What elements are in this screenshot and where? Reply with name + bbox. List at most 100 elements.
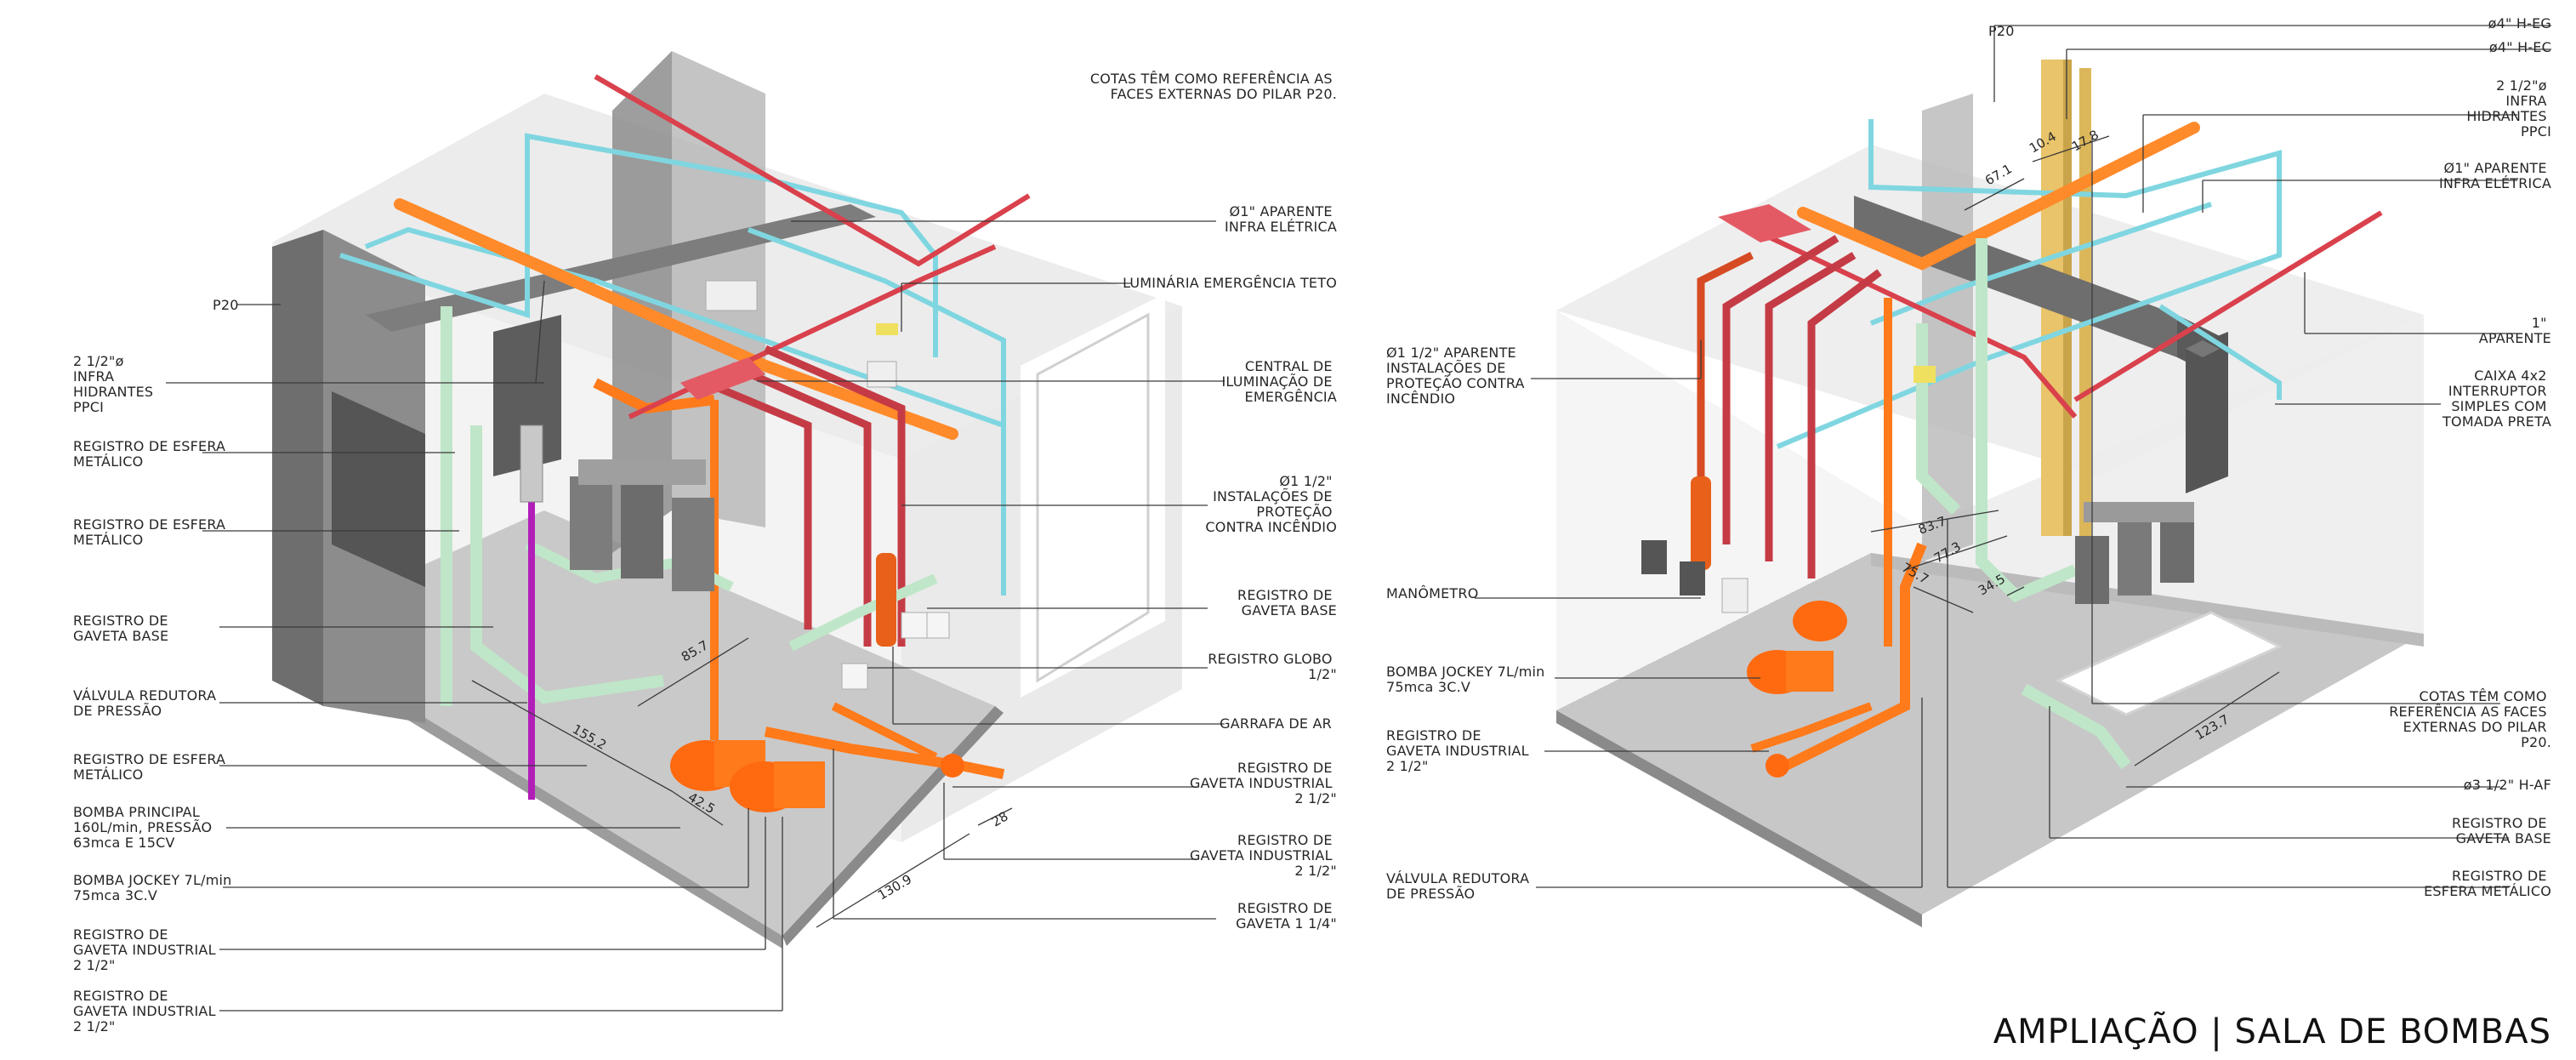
left-red-drop-3 [764,345,906,647]
right-view-labels: P20 ø4" H-EG ø4" H-EC 2 1/2"ø INFRA HIDR… [1386,15,2551,902]
right-red-drop-3 [1807,269,1882,578]
right-gauge-box-2 [1680,561,1705,596]
dim-28: 28 [989,808,1011,829]
left-cyan-pipe-2 [364,226,1006,596]
label-bomba-jockey-left: BOMBA JOCKEY 7L/min 75mca 3C.V [73,872,236,903]
label-reg-gaveta-base-rr: REGISTRO DE GAVETA BASE [2452,815,2551,846]
label-aparente-1: 1" APARENTE [2479,315,2551,346]
label-reg-esfera-1: REGISTRO DE ESFERA METÁLICO [73,438,230,470]
left-grey-box [493,315,561,476]
left-door-frame [1036,312,1150,683]
left-orange-pumps [670,553,1005,812]
left-valve-box-2 [901,612,928,639]
right-green-pipe-3 [2021,683,2131,770]
left-grey-duct [366,204,876,332]
drawing-title: AMPLIAÇÃO | SALA DE BOMBAS [1993,1011,2551,1051]
right-red-drop-2 [1765,252,1857,561]
left-green-pipe-4 [788,573,938,652]
right-orange-pumps [1691,476,1927,778]
label-bomba-principal: BOMBA PRINCIPAL 160L/min, PRESSÃO 63mca … [73,804,217,851]
left-dimension-lines [471,637,1013,928]
left-rear-column [612,51,672,553]
right-dimension-lines [1870,135,2280,767]
p20-pillar-right [1922,94,1973,561]
left-orange-ceiling-pipe [394,198,958,440]
right-cyan-pipe-2 [1869,202,2212,326]
p20-pillar-left [272,230,323,706]
label-reg-gaveta-ind-1: REGISTRO DE GAVETA INDUSTRIAL 2 1/2" [73,926,220,973]
left-red-manifold [680,357,765,400]
right-red-drop-1 [1722,235,1840,544]
right-floor-back [1871,553,2424,647]
label-reg-gaveta-ind-2: REGISTRO DE GAVETA INDUSTRIAL 2 1/2" [73,988,220,1034]
label-caixa-4x2: CAIXA 4x2 INTERRUPTOR SIMPLES COM TOMADA… [2442,368,2551,430]
label-valvula-redutora-left: VÁLVULA REDUTORA DE PRESSÃO [73,687,221,719]
left-pump-group [570,459,714,591]
right-orange-ceiling-pipe [1797,122,2200,271]
label-instalacoes-protecao: Ø1 1/2" INSTALAÇÕES DE PROTEÇÃO CONTRA I… [1205,473,1337,535]
right-cyan-pipe-1 [1776,119,2282,449]
label-hidrantes-right: 2 1/2"ø INFRA HIDRANTES PPCI [2466,77,2551,140]
label-reg-esfera-2: REGISTRO DE ESFERA METÁLICO [73,516,230,548]
left-red-drop-1 [704,379,812,630]
right-gauge-box-3 [1721,578,1749,613]
right-yellow-box [1914,366,1936,383]
label-reg-gaveta-ind-r2: REGISTRO DE GAVETA INDUSTRIAL 2 1/2" [1190,832,1337,879]
left-floor [281,510,995,936]
label-luminaria: LUMINÁRIA EMERGÊNCIA TETO [1123,275,1337,291]
label-garrafa-ar: GARRAFA DE AR [1220,715,1332,732]
right-green-riser [1976,238,2078,603]
left-red-pipe-1 [594,74,1031,267]
left-electrical-panel [332,391,425,587]
left-leaders [166,280,783,1012]
left-door-opening [1021,293,1165,698]
label-manometro: MANÔMETRO [1386,585,1479,601]
label-h-af: ø3 1/2" H-AF [2464,777,2551,793]
dim-130-9: 130.9 [875,871,914,903]
right-leaders [1475,25,2551,888]
label-central-iluminacao: CENTRAL DE ILUMINAÇÃO DE EMERGÊNCIA [1221,358,1337,405]
left-luminaire [876,323,898,335]
left-view-left-labels: P20 2 1/2"ø INFRA HIDRANTES PPCI REGISTR… [73,297,239,1034]
label-p20-left: P20 [213,297,239,313]
label-reg-gaveta-base-left: REGISTRO DE GAVETA BASE [73,613,173,644]
right-red-drop-4 [1697,251,1754,527]
label-h-ec: ø4" H-EC [2489,39,2551,55]
label-reg-gaveta-base-right: REGISTRO DE GAVETA BASE [1237,587,1337,618]
left-cyan-pipe-3 [747,227,1006,434]
right-red-manifold [1718,204,1811,242]
right-cyan-pipe-3 [2158,304,2282,400]
label-reg-gaveta-ind-r1: REGISTRO DE GAVETA INDUSTRIAL 2 1/2" [1190,760,1337,806]
left-isometric-view [166,51,1225,1012]
right-red-pipe-1 [1725,214,2078,419]
label-aparente-eletrica-right: Ø1" APARENTE INFRA ELÉTRICA [2439,160,2551,191]
left-view-right-labels: COTAS TÊM COMO REFERÊNCIA AS FACES EXTER… [1090,71,1337,932]
left-purple-guard [520,425,543,503]
right-isometric-view [1475,25,2551,927]
right-gauge-box-1 [1641,540,1667,574]
left-valve-box-3 [926,612,950,639]
left-right-leaders [757,220,1225,920]
right-floor-edge [1556,710,1922,927]
label-reg-esfera-3: REGISTRO DE ESFERA METÁLICO [73,751,230,783]
right-electrical-panel [2186,332,2228,493]
left-central-box [705,280,758,311]
label-hidrantes-left: 2 1/2"ø INFRA HIDRANTES PPCI [73,353,158,415]
label-reg-gaveta-ind-right: REGISTRO DE GAVETA INDUSTRIAL 2 1/2" [1386,727,1533,774]
label-reg-esfera-rr: REGISTRO DE ESFERA METÁLICO [2424,868,2551,899]
label-p20-right: P20 [1988,23,2015,39]
right-red-pipe-2 [2073,210,2383,402]
label-cotas-note-right: COTAS TÊM COMO REFERÊNCIA AS FACES EXTER… [2389,688,2551,750]
right-pump-group [2075,502,2194,604]
left-red-drop-2 [730,362,872,647]
label-reg-globo: REGISTRO GLOBO 1/2" [1208,651,1337,682]
label-reg-gaveta-114: REGISTRO DE GAVETA 1 1/4" [1236,900,1337,932]
left-wall-box [867,361,897,388]
label-h-eg: ø4" H-EG [2488,15,2551,31]
right-electrical-panel-top [2186,340,2220,357]
left-green-pipe-2 [470,425,664,704]
label-valvula-redutora-right: VÁLVULA REDUTORA DE PRESSÃO [1386,870,1534,902]
label-instalacoes-protecao-right: Ø1 1/2" APARENTE INSTALAÇÕES DE PROTEÇÃO… [1386,345,1529,407]
label-cotas-note-left: COTAS TÊM COMO REFERÊNCIA AS FACES EXTER… [1090,71,1337,102]
